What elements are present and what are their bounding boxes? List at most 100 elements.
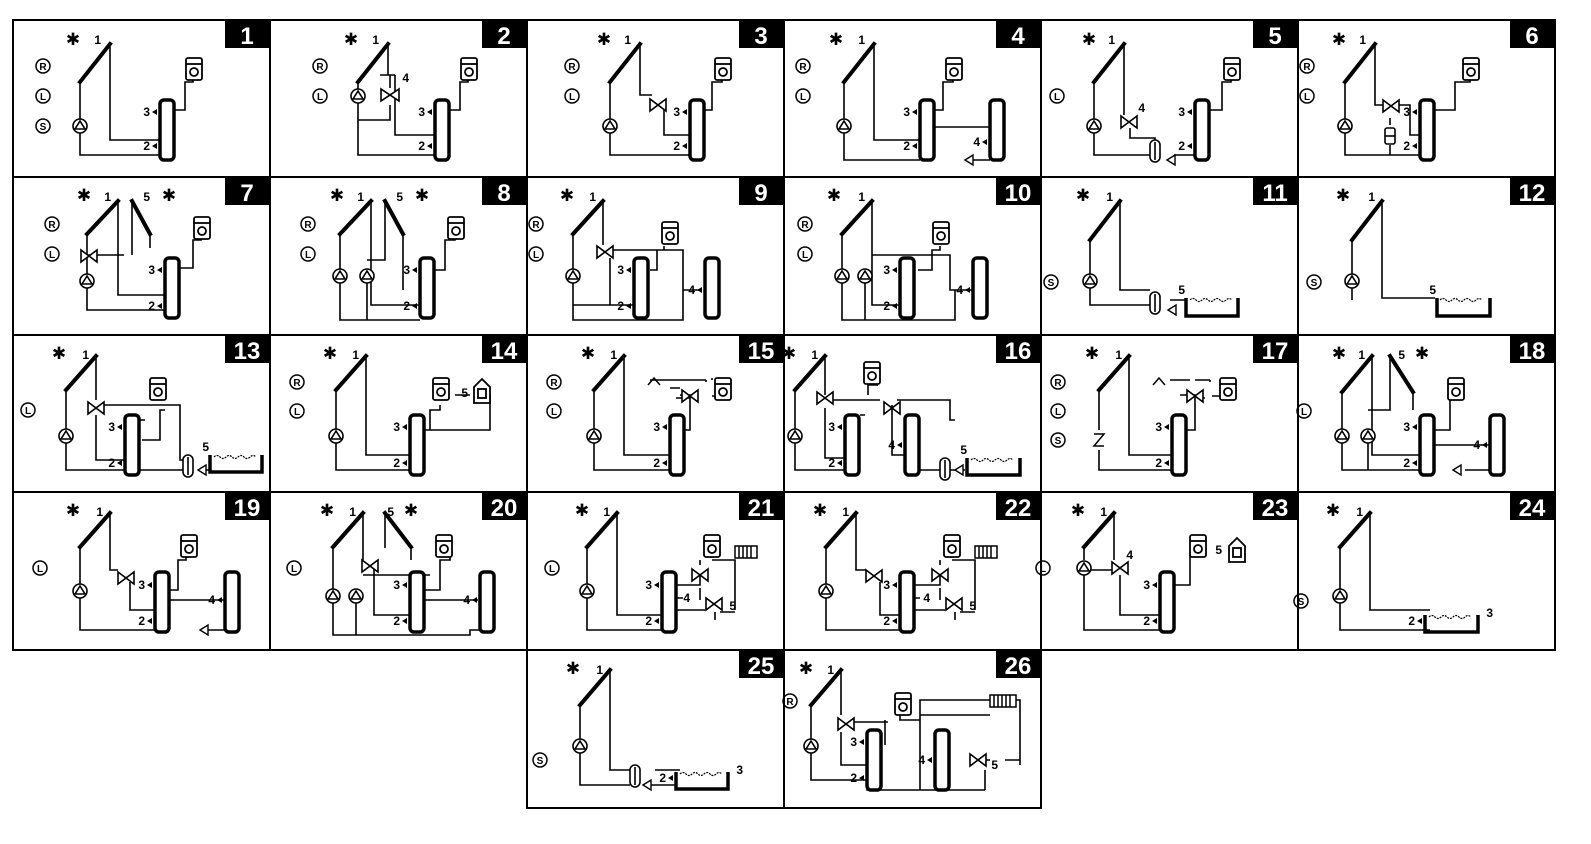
mode-letter: L (549, 564, 555, 575)
mode-letter: L (40, 92, 46, 103)
mode-letter: L (1054, 92, 1060, 103)
sensor-label: 1 (842, 505, 849, 519)
boiler-icon (432, 377, 450, 401)
mode-letters: R L S R L R L R L L R L R L R L R L R L … (25, 62, 1318, 767)
pump-icon (1344, 273, 1360, 289)
sensor-label: 2 (1143, 614, 1150, 628)
collectors (63, 41, 1416, 708)
misc-marks (647, 376, 1166, 447)
sensor-label: 2 (143, 139, 150, 153)
pump-icon (565, 268, 581, 284)
mode-letter: L (305, 250, 311, 261)
sensor-label: 5 (729, 599, 736, 613)
heat-sources (473, 377, 1246, 563)
mode-letter: L (294, 407, 300, 418)
scheme-number: 14 (491, 338, 518, 365)
boiler-icon (185, 57, 203, 81)
sensor-label: 1 (858, 190, 865, 204)
sensor-label: 2 (883, 299, 890, 313)
sensor-label: 4 (208, 593, 215, 607)
mode-letter: L (533, 250, 539, 261)
sensor-label: 4 (888, 438, 895, 452)
sun-icon: ✱ (162, 186, 176, 206)
heat-exchangers (182, 127, 1396, 788)
sensor-label: 2 (418, 139, 425, 153)
boiler-icon (703, 534, 721, 558)
pump-icon (72, 118, 88, 134)
check-valve-icon (198, 623, 209, 637)
valve-icon (945, 596, 963, 612)
sensor-label: 2 (1178, 139, 1185, 153)
heat-source-icon (1228, 536, 1246, 563)
mode-letter: R (801, 220, 809, 231)
mode-letter: L (1301, 407, 1307, 418)
sensor-label: 5 (1429, 283, 1436, 297)
sensor-label: 4 (1138, 101, 1145, 115)
sun-icon: ✱ (1336, 186, 1350, 206)
pump-icon (58, 428, 74, 444)
sensor-label: 4 (463, 593, 470, 607)
sensor-label: 4 (956, 283, 963, 297)
sensor-label: 5 (202, 440, 209, 454)
sun-icon: ✱ (827, 186, 841, 206)
check-valve-icon (1165, 153, 1176, 167)
sensor-label: 1 (352, 348, 359, 362)
sensor-label: 3 (1143, 578, 1150, 592)
valve-icon (816, 390, 834, 406)
sensor-label: 3 (393, 420, 400, 434)
scheme-number: 16 (1005, 338, 1032, 365)
sensor-label: 2 (1408, 614, 1415, 628)
sensor-label: 1 (94, 33, 101, 47)
valve-icon (1186, 388, 1204, 404)
check-valve-icon (641, 778, 652, 792)
boiler-icon (460, 57, 478, 81)
scheme-number: 10 (1005, 180, 1032, 207)
valve-icon (691, 567, 709, 583)
cell-borders (12, 19, 1556, 809)
pump-icon (1086, 118, 1102, 134)
sun-icon: ✱ (566, 659, 580, 679)
mode-letter: L (49, 250, 55, 261)
sun-icon: ✱ (1332, 30, 1346, 50)
boiler-icon (180, 534, 198, 558)
sensor-label: 3 (1178, 105, 1185, 119)
sensor-label: 4 (973, 135, 980, 149)
sensor-label: 1 (96, 505, 103, 519)
sun-icon: ✱ (344, 30, 358, 50)
sensor-label: 1 (610, 348, 617, 362)
heat-exchanger-icon (1384, 127, 1396, 145)
number-badge-texts: 1 2 3 4 5 6 7 8 9 10 11 12 13 14 15 16 1… (234, 23, 1546, 680)
pools (208, 297, 1492, 791)
sensor-label: 2 (883, 614, 890, 628)
pool-icon (208, 454, 264, 474)
scheme-number: 8 (497, 180, 510, 207)
sensor-label: 2 (659, 771, 666, 785)
sun-icon: ✱ (66, 30, 80, 50)
valve-icon (80, 248, 98, 264)
sensor-label: 3 (1403, 420, 1410, 434)
sensor-label: 4 (1473, 438, 1480, 452)
sensor-label: 1 (1106, 190, 1113, 204)
sensor-label: 3 (1403, 105, 1410, 119)
sensor-label: 1 (1100, 505, 1107, 519)
mode-letter: R (786, 697, 794, 708)
scheme-number: 2 (497, 23, 510, 50)
pump-icon (328, 428, 344, 444)
vent-icon (1152, 376, 1166, 386)
sun-icon: ✱ (323, 344, 337, 364)
sensor-label: 3 (148, 263, 155, 277)
boiler-icon (193, 216, 211, 240)
pump-icon (1337, 118, 1353, 134)
sensor-label: 3 (1155, 420, 1162, 434)
sensor-label: 3 (617, 263, 624, 277)
scheme-number: 21 (748, 495, 775, 522)
sensor-label: 1 (827, 663, 834, 677)
pool-icon (1435, 297, 1492, 318)
scheme-number: 24 (1519, 495, 1546, 522)
sensor-label: 4 (683, 591, 690, 605)
sun-icon: ✱ (330, 186, 344, 206)
mode-letter: R (39, 62, 47, 73)
sun-icon: ✱ (782, 344, 796, 364)
boiler-icon (661, 221, 679, 245)
